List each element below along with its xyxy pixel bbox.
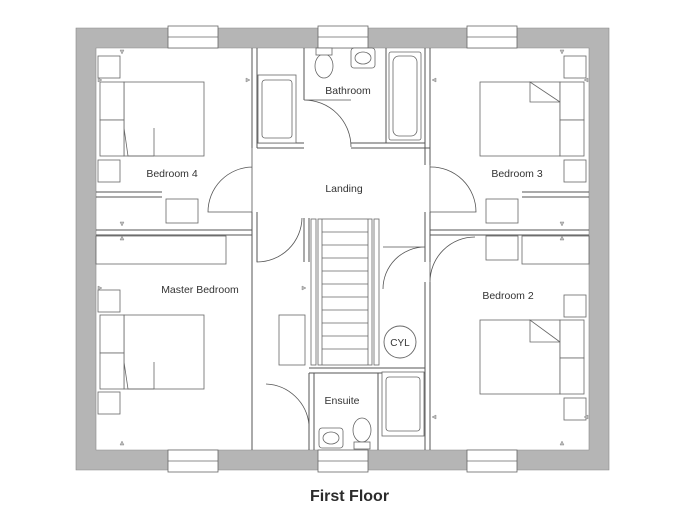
label-bedroom4: Bedroom 4 — [146, 168, 198, 180]
label-bedroom3: Bedroom 3 — [491, 168, 543, 180]
bathroom-fixtures — [257, 47, 422, 144]
label-landing: Landing — [325, 183, 363, 195]
master-furniture — [95, 235, 306, 415]
label-bedroom2: Bedroom 2 — [482, 290, 534, 302]
bedroom2-furniture — [479, 235, 590, 421]
bed-bedroom4 — [123, 81, 205, 157]
floor-caption: First Floor — [309, 488, 390, 505]
bedroom4-furniture — [97, 55, 205, 224]
label-bathroom: Bathroom — [325, 85, 371, 97]
label-ensuite: Ensuite — [324, 395, 359, 407]
bed-bedroom3 — [479, 81, 561, 157]
toilet-ensuite — [352, 417, 372, 443]
staircase — [310, 218, 380, 366]
doors — [207, 99, 477, 426]
cylinder: CYL — [383, 325, 417, 359]
room-labels: Bathroom Bedroom 4 Landing Bedroom 3 Mas… — [146, 85, 543, 407]
toilet-bathroom — [314, 53, 334, 79]
bed-master — [123, 314, 205, 390]
label-master: Master Bedroom — [161, 284, 239, 296]
wardrobe-master — [278, 314, 306, 366]
ensuite-fixtures — [318, 371, 425, 450]
cylinder-label: CYL — [390, 338, 410, 349]
markers — [97, 49, 589, 446]
bed-bedroom2 — [479, 319, 561, 395]
windows — [167, 25, 518, 473]
bedroom3-furniture — [479, 55, 587, 224]
